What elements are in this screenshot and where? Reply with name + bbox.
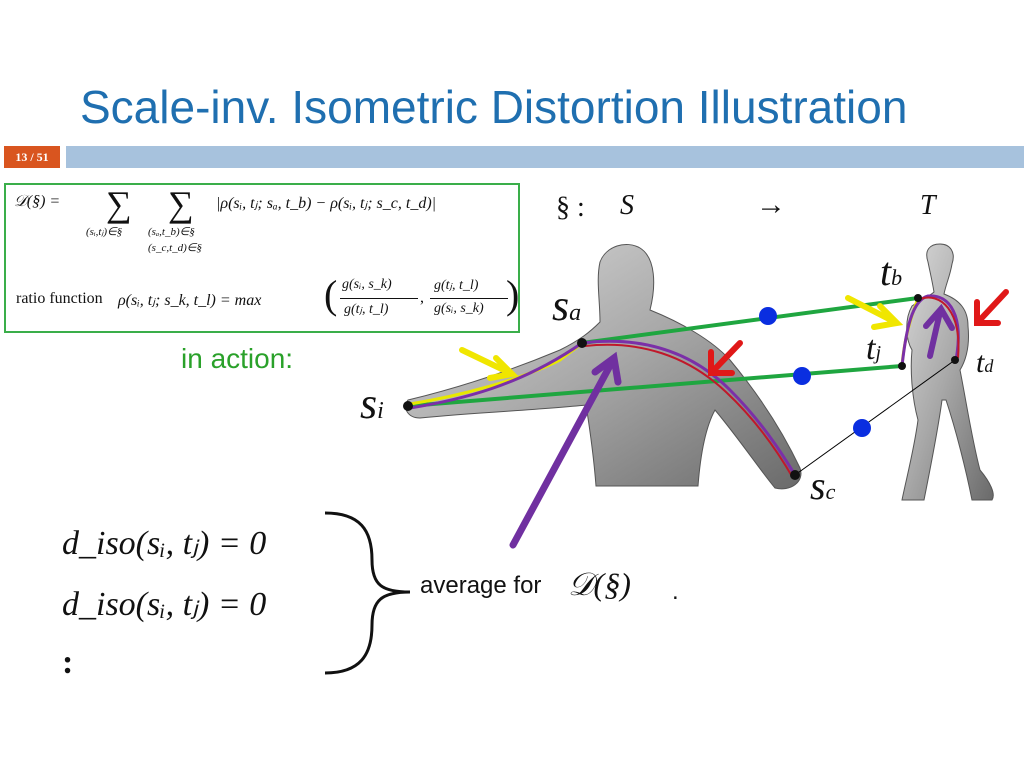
correspondence-dot-bottom bbox=[853, 419, 871, 437]
point-t-b bbox=[914, 294, 922, 302]
purple-arrow-target bbox=[923, 303, 955, 359]
sum-symbol-2: ∑ bbox=[168, 184, 194, 224]
distortion-rhs: |ρ(sᵢ, tⱼ; sₐ, t_b) − ρ(sᵢ, tⱼ; s_c, t_d… bbox=[216, 195, 437, 212]
left-paren: ( bbox=[324, 272, 338, 317]
sum1-subscript: (sᵢ,tⱼ)∈§ bbox=[86, 226, 123, 238]
average-target: 𝒟(§) bbox=[568, 566, 631, 602]
label-s-c: sc bbox=[810, 463, 836, 508]
label-s-i: si bbox=[360, 379, 384, 428]
sum2-subscript-2: (s_c,t_d)∈§ bbox=[148, 242, 202, 254]
red-arrow-target bbox=[974, 289, 1009, 326]
slide-title: Scale-inv. Isometric Distortion Illustra… bbox=[80, 81, 908, 133]
curly-brace bbox=[324, 511, 411, 675]
frac2-bar bbox=[430, 298, 508, 299]
mapping-symbol: § : bbox=[556, 192, 585, 223]
label-t-d: td bbox=[976, 346, 994, 379]
correspondence-line-middle bbox=[407, 364, 903, 408]
sum2-subscript-1: (sₐ,t_b)∈§ bbox=[148, 226, 195, 238]
formula-box: 𝒟(§) = ∑ (sᵢ,tⱼ)∈§ ∑ (sₐ,t_b)∈§ (s_c,t_d… bbox=[4, 183, 520, 333]
correspondence-dot-middle bbox=[793, 367, 811, 385]
right-paren: ) bbox=[506, 272, 520, 317]
correspondence-dot-top bbox=[759, 307, 777, 325]
sum-symbol-1: ∑ bbox=[106, 184, 132, 224]
distortion-lhs: 𝒟(§) = bbox=[14, 193, 61, 210]
equation-line-2: d_iso(sᵢ, tⱼ) = 0 bbox=[62, 586, 267, 623]
point-t-d bbox=[951, 356, 959, 364]
ratio-lhs: ρ(sᵢ, tⱼ; s_k, t_l) = max bbox=[118, 292, 262, 309]
label-s-a: sa bbox=[552, 281, 582, 330]
geodesic-purple-source bbox=[409, 339, 797, 476]
geodesic-purple-target bbox=[900, 294, 960, 367]
label-t-j: tj bbox=[866, 330, 882, 367]
equation-ellipsis: : bbox=[62, 644, 74, 681]
geodesic-red-source bbox=[584, 343, 794, 479]
ratio-label: ratio function bbox=[16, 290, 103, 307]
frac2-numerator: g(tⱼ, t_l) bbox=[434, 278, 479, 293]
page-number-badge: 13 / 51 bbox=[4, 146, 60, 168]
equation-line-1: d_iso(sᵢ, tⱼ) = 0 bbox=[62, 525, 267, 562]
point-t-j bbox=[898, 362, 906, 370]
mapping-target: T bbox=[920, 190, 936, 221]
point-s-c bbox=[790, 470, 800, 480]
yellow-arrow-target bbox=[845, 295, 904, 330]
frac1-bar bbox=[340, 298, 418, 299]
point-s-a bbox=[577, 338, 587, 348]
correspondence-line-bottom bbox=[794, 359, 956, 476]
frac2-denominator: g(sᵢ, s_k) bbox=[434, 301, 484, 316]
label-t-b: tb bbox=[880, 249, 903, 294]
average-label: average for bbox=[420, 572, 542, 599]
red-arrow-source bbox=[708, 340, 743, 376]
comma: , bbox=[420, 289, 424, 306]
geodesic-red-target bbox=[919, 296, 960, 359]
frac1-numerator: g(sᵢ, s_k) bbox=[342, 277, 392, 292]
yellow-arrow-source bbox=[459, 347, 519, 381]
header-bar bbox=[66, 146, 1024, 168]
frac1-denominator: g(tⱼ, t_l) bbox=[344, 302, 389, 317]
point-s-i bbox=[403, 401, 413, 411]
purple-arrow-source bbox=[509, 351, 622, 549]
mapping-arrow: → bbox=[756, 188, 786, 221]
trailing-period: . bbox=[672, 578, 679, 605]
mapping-source: S bbox=[620, 190, 634, 221]
in-action-label: in action: bbox=[181, 343, 294, 374]
